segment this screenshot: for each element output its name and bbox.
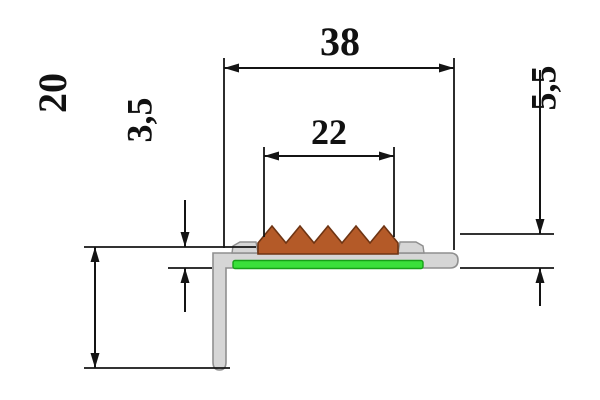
arrow-down-icon bbox=[180, 232, 190, 247]
anti-slip-insert bbox=[257, 224, 399, 255]
arrow-down-icon bbox=[535, 219, 545, 234]
arrow-left-icon bbox=[224, 63, 239, 73]
dim-label-nose-height: 5,5 bbox=[523, 66, 563, 111]
dim-label-leg-height: 20 bbox=[30, 73, 75, 113]
dimension-total-width: 38 bbox=[223, 19, 455, 250]
profile-right-lip bbox=[397, 241, 425, 254]
dim-label-flange-thickness: 3,5 bbox=[119, 98, 159, 143]
arrow-left-icon bbox=[264, 151, 279, 161]
arrow-right-icon bbox=[439, 63, 454, 73]
arrow-right-icon bbox=[379, 151, 394, 161]
arrow-up-icon bbox=[180, 268, 190, 283]
glow-strip bbox=[232, 259, 424, 270]
dim-label-insert-width: 22 bbox=[311, 112, 347, 152]
dimension-nose-height: 5,5 bbox=[460, 66, 563, 306]
arrow-down-icon bbox=[90, 353, 100, 368]
dimension-leg-height: 20 bbox=[30, 73, 256, 369]
dim-label-total-width: 38 bbox=[320, 19, 360, 64]
profile-body bbox=[212, 252, 459, 371]
arrow-up-icon bbox=[90, 247, 100, 262]
dimension-flange-thickness: 3,5 bbox=[119, 98, 212, 312]
dimension-insert-width: 22 bbox=[263, 112, 395, 237]
arrow-up-icon bbox=[535, 268, 545, 283]
